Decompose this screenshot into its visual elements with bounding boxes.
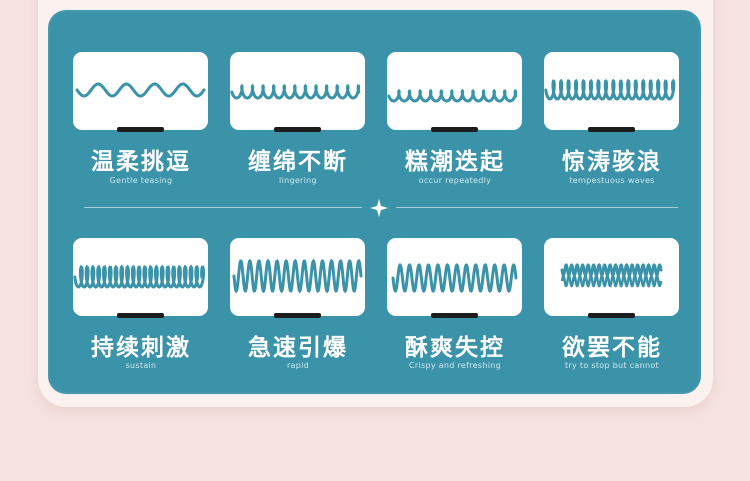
mode-subtitle: tempestuous waves — [569, 176, 655, 185]
mode-title: 持续刺激 — [91, 335, 191, 361]
tile-tab — [117, 313, 164, 318]
mode-subtitle: Crispy and refreshing — [408, 361, 501, 370]
tile-tab — [274, 313, 321, 318]
tile-tab — [431, 127, 478, 132]
mode-title: 欲罢不能 — [562, 335, 662, 361]
mode-title: 温柔挑逗 — [91, 149, 191, 175]
mode-title: 缠绵不断 — [248, 149, 348, 175]
wave-icon — [73, 264, 206, 289]
wave-icon — [387, 88, 518, 103]
mode-title: 糕潮迭起 — [405, 149, 505, 175]
mode-title: 急速引爆 — [248, 335, 348, 361]
wave-icon — [391, 263, 518, 293]
sparkle-icon — [370, 199, 388, 217]
wave-icon — [232, 258, 363, 294]
tile-tab — [117, 127, 164, 132]
mode-title: 惊涛骇浪 — [562, 149, 662, 175]
tile-tab — [431, 313, 478, 318]
mode-tile-4[interactable] — [544, 52, 679, 132]
mode-tile-3[interactable] — [387, 52, 522, 132]
decorative-glyph — [521, 10, 701, 270]
mode-title: 酥爽失控 — [405, 335, 505, 361]
mode-subtitle: try to stop but cannot — [565, 361, 659, 370]
mode-subtitle: occur repeatedly — [418, 176, 492, 185]
tile-tab — [588, 313, 635, 318]
mode-tile-2[interactable] — [230, 52, 365, 132]
wave-icon — [560, 263, 663, 288]
mode-subtitle: lingering — [279, 176, 317, 185]
tile-tab — [274, 127, 321, 132]
mode-tile-8[interactable] — [544, 238, 679, 318]
wave-icon — [75, 82, 206, 98]
divider-right — [396, 207, 678, 208]
wave-icon — [544, 78, 676, 101]
mode-tile-5[interactable] — [73, 238, 208, 318]
wave-icon — [230, 83, 361, 100]
mode-subtitle: Gentle teasing — [109, 176, 173, 185]
mode-tile-1[interactable] — [73, 52, 208, 132]
mode-tile-7[interactable] — [387, 238, 522, 318]
mode-tile-6[interactable] — [230, 238, 365, 318]
tile-tab — [588, 127, 635, 132]
divider-left — [84, 207, 362, 208]
mode-subtitle: rapid — [286, 361, 310, 370]
mode-subtitle: sustain — [125, 361, 157, 370]
